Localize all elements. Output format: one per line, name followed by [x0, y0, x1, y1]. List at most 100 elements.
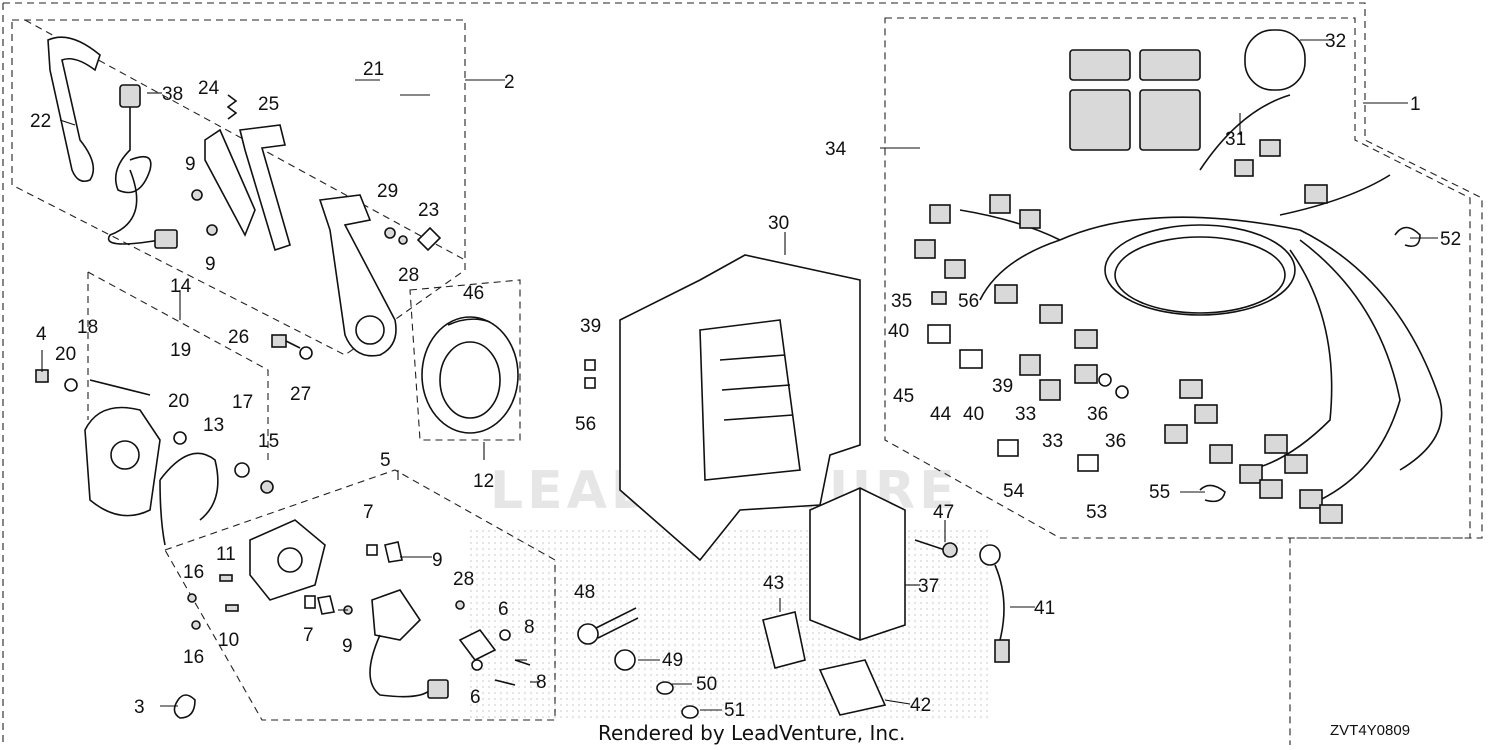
part-22-lever: [47, 36, 101, 183]
part-sensor-harness: [369, 589, 531, 699]
callout-19: 19: [170, 340, 191, 361]
callout-33b: 33: [1042, 431, 1063, 452]
callout-45: 45: [893, 386, 914, 407]
part-30-fuse-box: [619, 254, 861, 562]
callout-23: 23: [418, 200, 439, 221]
callout-2: 2: [504, 72, 515, 93]
callout-28a: 28: [398, 265, 419, 286]
callout-46: 46: [463, 283, 484, 304]
callout-40a: 40: [888, 321, 909, 342]
part-41-sensor: [979, 544, 1010, 663]
part-37-ecu: [809, 487, 906, 641]
callout-53: 53: [1086, 502, 1107, 523]
watermark-dots: [470, 530, 990, 720]
group-14-box: [87, 271, 269, 465]
callout-47: 47: [933, 502, 954, 523]
callout-8a: 8: [524, 617, 535, 638]
part-39-56-fuses: [584, 359, 596, 389]
callout-52: 52: [1440, 229, 1461, 250]
part-24-plate: [204, 128, 256, 237]
callout-35: 35: [891, 291, 912, 312]
callout-18: 18: [77, 317, 98, 338]
callout-9d: 9: [342, 636, 353, 657]
part-47-bolt: [914, 539, 958, 558]
callout-38: 38: [162, 84, 183, 105]
group-2-box: [11, 19, 466, 356]
callout-20a: 20: [55, 344, 76, 365]
callout-30: 30: [768, 213, 789, 234]
callout-33a: 33: [1015, 404, 1036, 425]
part-38-switch: [107, 84, 178, 249]
callout-27: 27: [290, 384, 311, 405]
callout-16a: 16: [183, 562, 204, 583]
callout-6b: 6: [470, 687, 481, 708]
callout-40b: 40: [963, 404, 984, 425]
callout-22: 22: [30, 111, 51, 132]
callout-16b: 16: [183, 647, 204, 668]
callout-42: 42: [910, 695, 931, 716]
part-13-clip: [159, 452, 219, 546]
part-lever-arm: [318, 194, 397, 357]
callout-50: 50: [696, 674, 717, 695]
callout-28b: 28: [453, 569, 474, 590]
part-46-ring: [421, 316, 519, 434]
leader-lines: [41, 39, 1438, 711]
part-7-9-clips: [304, 541, 403, 615]
callout-5: 5: [380, 450, 391, 471]
callout-15: 15: [258, 431, 279, 452]
callout-39b: 39: [992, 376, 1013, 397]
callout-7b: 7: [303, 625, 314, 646]
callout-20b: 20: [168, 391, 189, 412]
part-clips-52-55: [1199, 226, 1421, 503]
callout-36b: 36: [1105, 431, 1126, 452]
part-26-27-bolt: [271, 334, 313, 360]
callout-49: 49: [662, 650, 683, 671]
callout-29: 29: [377, 181, 398, 202]
callout-43: 43: [763, 573, 784, 594]
callout-34: 34: [825, 139, 847, 160]
group-34-box: [884, 17, 1471, 539]
part-connector-blocks: [914, 29, 1343, 524]
callout-6a: 6: [498, 599, 509, 620]
callout-12: 12: [473, 471, 494, 492]
callout-14: 14: [170, 276, 192, 297]
callout-4: 4: [36, 324, 47, 345]
callout-17: 17: [232, 392, 253, 413]
callout-9a: 9: [185, 154, 196, 175]
part-34-harness: [959, 94, 1443, 501]
callout-3: 3: [134, 697, 145, 718]
callout-51: 51: [724, 700, 745, 721]
part-42-connector: [818, 659, 887, 716]
part-25-spring: [226, 94, 238, 120]
callout-labels: 1 2 3 4 5 6 6 7 7 8 8 9 9 9 9 10 11 12 1…: [30, 31, 1461, 721]
callout-13: 13: [203, 415, 224, 436]
callout-56a: 56: [575, 414, 596, 435]
part-43-relay: [762, 611, 806, 669]
callout-41: 41: [1034, 598, 1055, 619]
callout-37: 37: [918, 576, 939, 597]
part-49-50-51: [614, 649, 699, 719]
part-3-clip: [173, 694, 196, 719]
callout-31: 31: [1225, 129, 1246, 150]
group-5-box: [164, 469, 556, 721]
callout-1: 1: [1410, 94, 1421, 115]
callout-54: 54: [1003, 481, 1025, 502]
diagram-code: ZVT4Y0809: [1330, 722, 1410, 739]
callout-26: 26: [228, 327, 249, 348]
callout-48: 48: [574, 582, 595, 603]
callout-8b: 8: [536, 672, 547, 693]
callout-9c: 9: [432, 550, 443, 571]
part-bolts-top: [191, 189, 442, 252]
callout-39a: 39: [580, 316, 601, 337]
callout-44: 44: [930, 404, 952, 425]
callout-32: 32: [1325, 31, 1346, 52]
callout-21: 21: [363, 59, 384, 80]
callout-9b: 9: [205, 254, 216, 275]
part-48-bolt: [577, 607, 639, 645]
part-21-bracket: [239, 124, 291, 252]
callout-36a: 36: [1087, 404, 1108, 425]
part-sensor-cover: [84, 406, 161, 517]
group-12-box: [409, 279, 521, 441]
